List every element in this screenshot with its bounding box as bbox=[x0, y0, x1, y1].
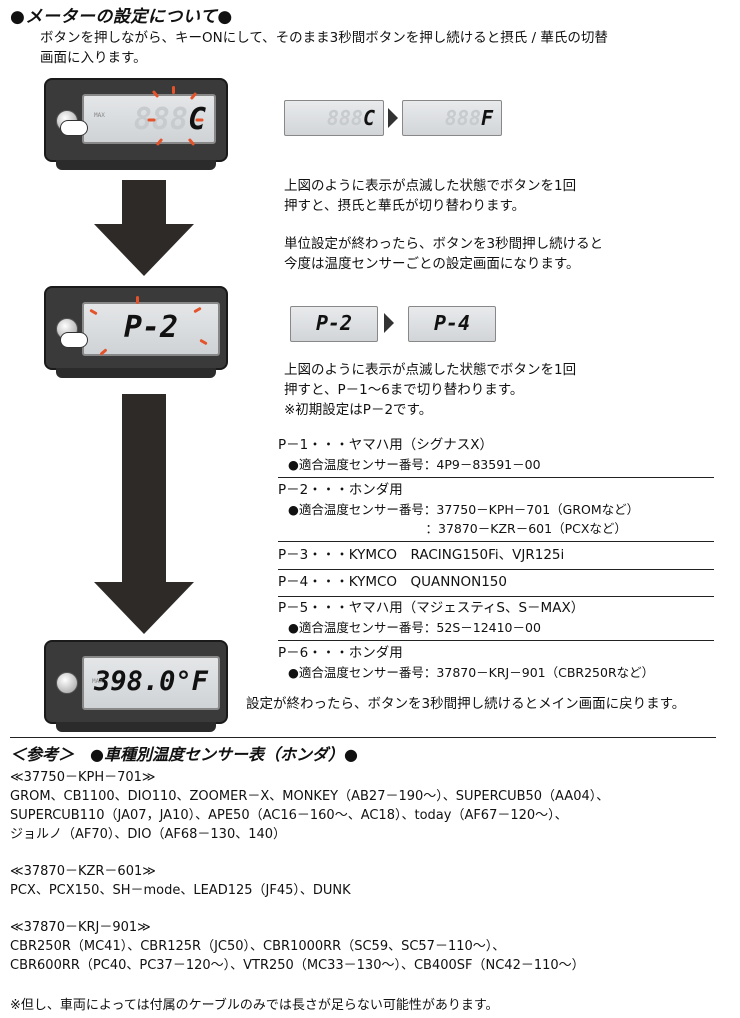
down-arrow-icon bbox=[122, 394, 166, 584]
mode-instructions: 上図のように表示が点滅した状態でボタンを1回 押すと、P－1～6まで切り替わりま… bbox=[284, 362, 577, 418]
switch-arrow-icon bbox=[388, 108, 398, 128]
pressing-finger-icon bbox=[60, 332, 88, 348]
page-title: ●メーターの設定について● bbox=[10, 7, 233, 27]
section-divider bbox=[10, 737, 716, 738]
mode-readout: P-2 bbox=[123, 310, 179, 345]
setting-p4: P－4・・・KYMCO QUANNON150 bbox=[278, 574, 507, 590]
pressing-finger-icon bbox=[60, 120, 88, 136]
switch-arrow-icon bbox=[384, 313, 394, 333]
setting-p2: P－2・・・ホンダ用 ●適合温度センサー番号：37750－KPH－701（GRO… bbox=[278, 482, 640, 536]
down-arrow-icon bbox=[122, 180, 166, 226]
divider bbox=[278, 596, 714, 597]
setting-p6: P－6・・・ホンダ用 ●適合温度センサー番号：37870－KRJ－901（CBR… bbox=[278, 645, 655, 680]
divider bbox=[278, 541, 714, 542]
final-note: 設定が終わったら、ボタンを3秒間押し続けるとメイン画面に戻ります。 bbox=[246, 696, 686, 712]
unit-instructions: 上図のように表示が点滅した状態でボタンを1回 押すと、摂氏と華氏が切り替わります… bbox=[284, 178, 577, 214]
temperature-readout: 398.0°F bbox=[94, 666, 208, 697]
intro-text: ボタンを押しながら、キーONにして、そのまま3秒間ボタンを押し続けると摂氏 / … bbox=[40, 30, 608, 66]
divider bbox=[278, 640, 714, 641]
setting-p3: P－3・・・KYMCO RACING150Fi、VJR125i bbox=[278, 547, 565, 563]
unit-c-display: 888C bbox=[284, 100, 384, 136]
footnote: ※但し、車両によっては付属のケーブルのみでは長さが足らない可能性があります。 bbox=[10, 998, 499, 1013]
unit-f-display: 888F bbox=[402, 100, 502, 136]
meter-main-screen: 398.0°F MAX bbox=[44, 640, 228, 732]
divider bbox=[278, 569, 714, 570]
meter-unit-setting: 888C MAX bbox=[44, 78, 228, 170]
meter-button-icon bbox=[56, 672, 78, 694]
reference-title: ＜参考＞ ●車種別温度センサー表（ホンダ）● bbox=[10, 745, 358, 764]
mode-p4-display: P-4 bbox=[408, 306, 496, 342]
meter-lcd: 398.0°F MAX bbox=[82, 656, 220, 710]
setting-p1: P－1・・・ヤマハ用（シグナスX） ●適合温度センサー番号：4P9－83591－… bbox=[278, 437, 541, 472]
divider bbox=[278, 477, 714, 478]
reference-krj901: ≪37870－KRJ－901≫ CBR250R（MC41）、CBR125R（JC… bbox=[10, 920, 585, 973]
sensor-instructions: 単位設定が終わったら、ボタンを3秒間押し続けると 今度は温度センサーごとの設定画… bbox=[284, 236, 604, 272]
reference-kzr601: ≪37870－KZR－601≫ PCX、PCX150、SH－mode、LEAD1… bbox=[10, 864, 351, 898]
reference-kph701: ≪37750－KPH－701≫ GROM、CB1100、DIO110、ZOOME… bbox=[10, 770, 610, 842]
mode-p2-display: P-2 bbox=[290, 306, 378, 342]
setting-p5: P－5・・・ヤマハ用（マジェスティS、S－MAX） ●適合温度センサー番号：52… bbox=[278, 600, 585, 635]
meter-mode-setting: P-2 bbox=[44, 286, 228, 378]
